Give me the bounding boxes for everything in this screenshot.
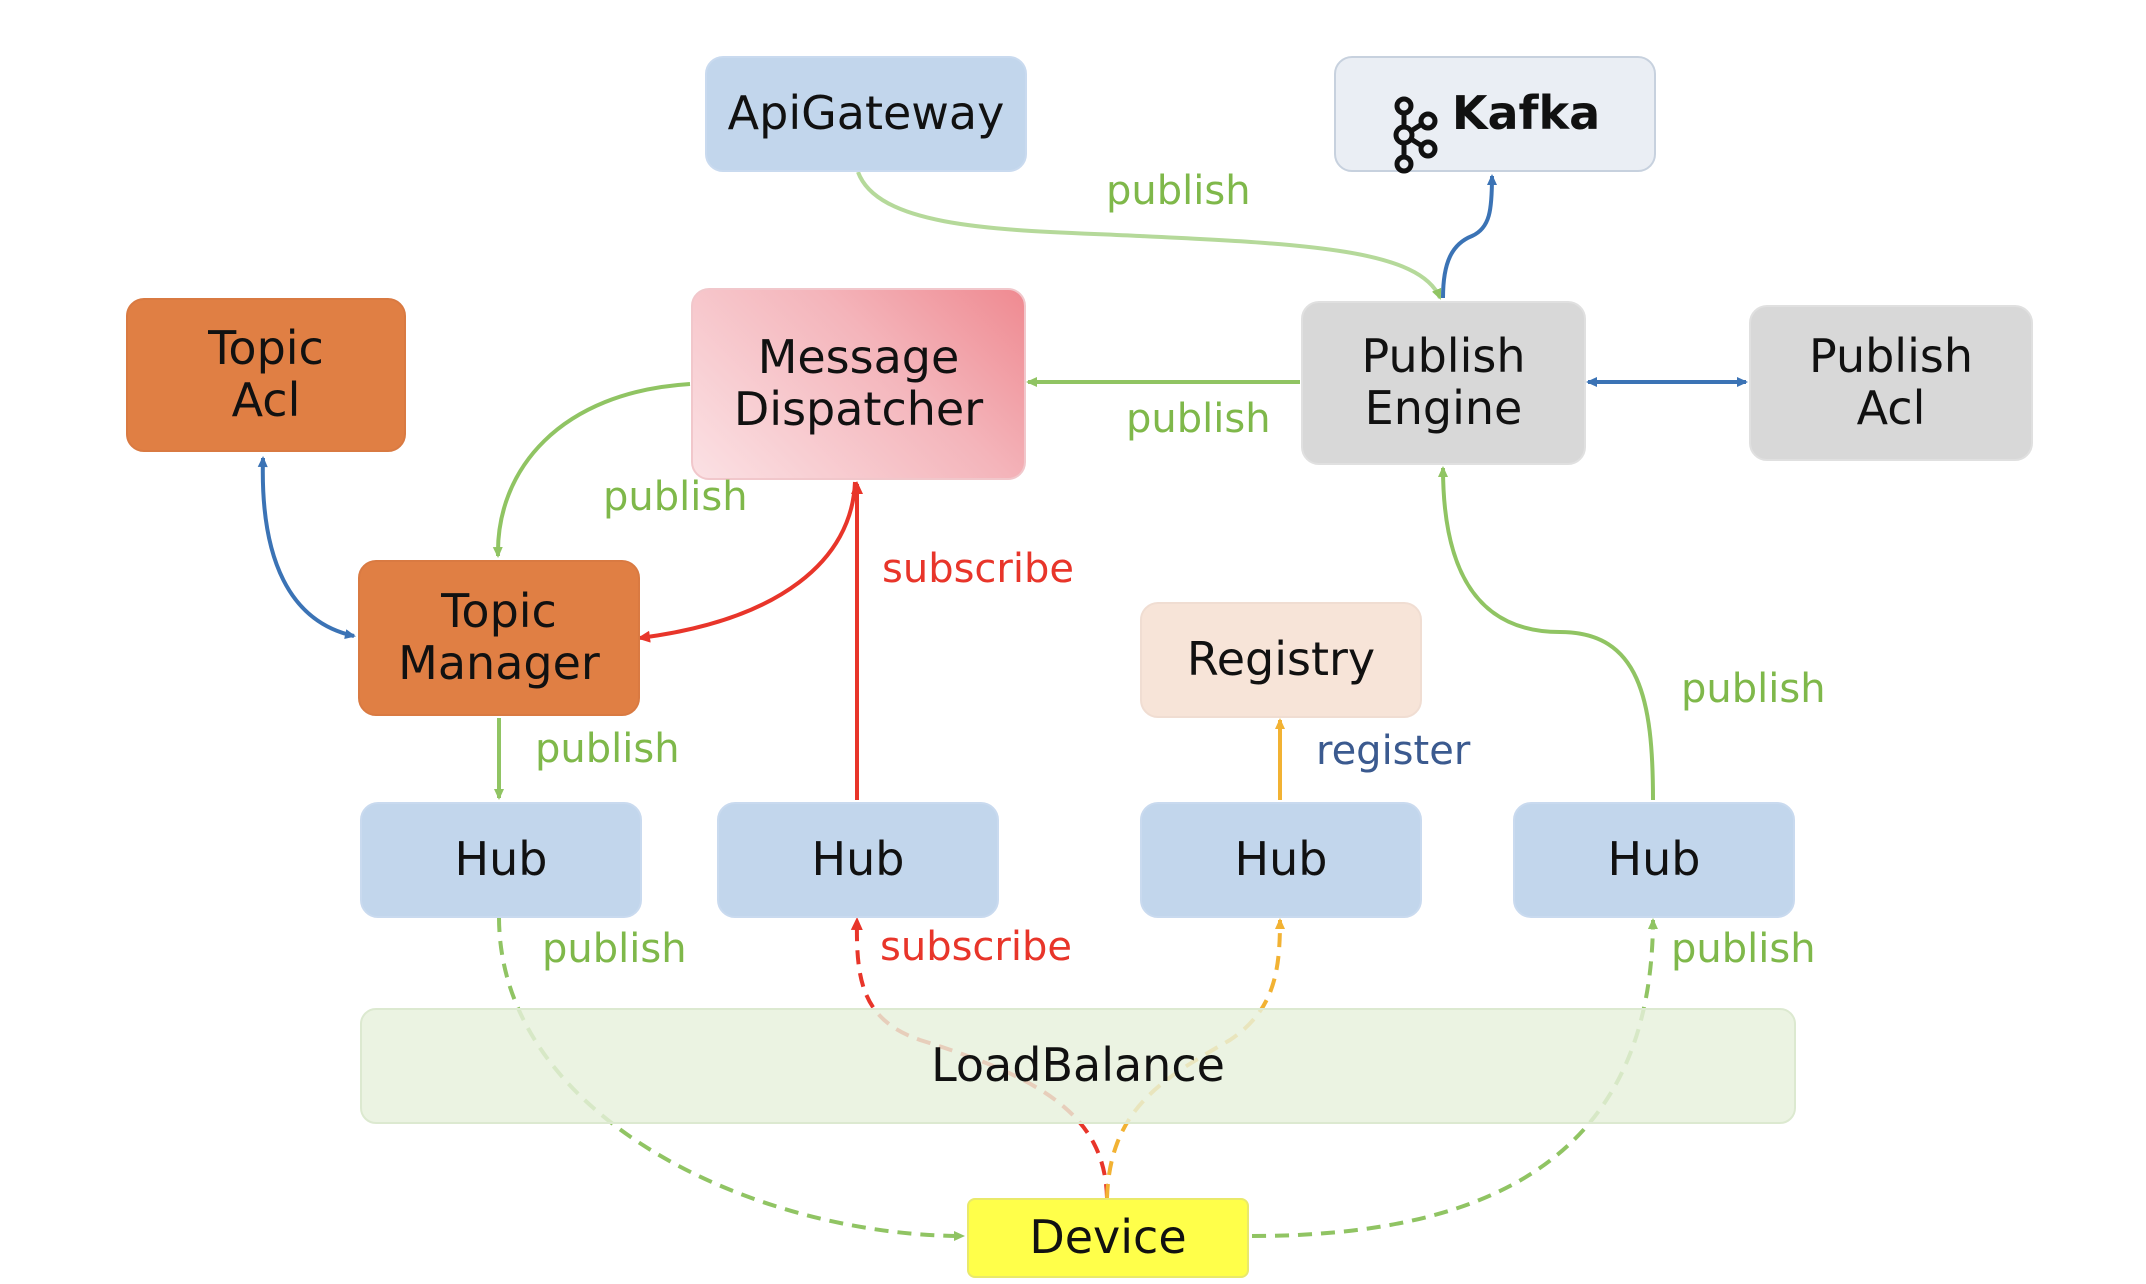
kafka-node: Kafka (1334, 56, 1656, 173)
message-dispatcher-node: Message Dispatcher (691, 288, 1026, 480)
edge-topicacl-manager (257, 456, 356, 639)
label-api-publish: publish (1106, 168, 1251, 214)
kafka-logo-icon (1390, 43, 1438, 185)
kafka-label: Kafka (1451, 86, 1601, 141)
edge-hub1-to-device (497, 917, 965, 1241)
topic-manager-label: Topic Manager (398, 584, 600, 690)
device-node: Device (967, 1198, 1249, 1278)
label-device-to-hub4: publish (1671, 926, 1816, 972)
label-dispatcher-to-manager: publish (603, 474, 748, 520)
edge-hub4-to-engine (1438, 466, 1655, 801)
api-gateway-label: ApiGateway (727, 86, 1005, 141)
hub-node-1: Hub (360, 802, 642, 918)
load-balance-node: LoadBalance (360, 1008, 1796, 1124)
registry-node: Registry (1140, 602, 1422, 718)
label-hub4-to-engine: publish (1681, 666, 1826, 712)
hub-node-2: Hub (717, 802, 999, 918)
hub-label-1: Hub (454, 832, 548, 887)
publish-engine-label: Publish Engine (1361, 329, 1526, 435)
hub-label-2: Hub (811, 832, 905, 887)
label-register: register (1316, 728, 1471, 774)
topic-acl-node: Topic Acl (126, 298, 406, 452)
publish-acl-label: Publish Acl (1809, 329, 1973, 435)
message-dispatcher-label: Message Dispatcher (733, 330, 984, 436)
edge-device-to-hub3 (1105, 918, 1285, 1199)
edge-api-to-engine (856, 171, 1442, 300)
label-hub1-to-device: publish (542, 926, 687, 972)
topic-manager-node: Topic Manager (358, 560, 640, 716)
device-label: Device (1029, 1210, 1187, 1265)
hub-label-4: Hub (1607, 832, 1701, 887)
hub-node-4: Hub (1513, 802, 1795, 918)
registry-label: Registry (1186, 632, 1376, 687)
label-manager-to-hub: publish (535, 726, 680, 772)
hub-node-3: Hub (1140, 802, 1422, 918)
edge-dispatcher-to-manager-red (637, 481, 857, 643)
load-balance-label: LoadBalance (931, 1038, 1225, 1093)
topic-acl-label: Topic Acl (208, 321, 324, 427)
publish-engine-node: Publish Engine (1301, 301, 1586, 465)
publish-acl-node: Publish Acl (1749, 305, 2033, 461)
label-engine-to-dispatcher: publish (1126, 396, 1271, 442)
hub-label-3: Hub (1234, 832, 1328, 887)
edge-engine-to-kafka (1441, 174, 1497, 299)
api-gateway-node: ApiGateway (705, 56, 1027, 172)
edge-dispatcher-to-manager (492, 382, 691, 558)
label-device-subscribe: subscribe (880, 924, 1072, 970)
label-subscribe-dispatcher: subscribe (882, 546, 1074, 592)
